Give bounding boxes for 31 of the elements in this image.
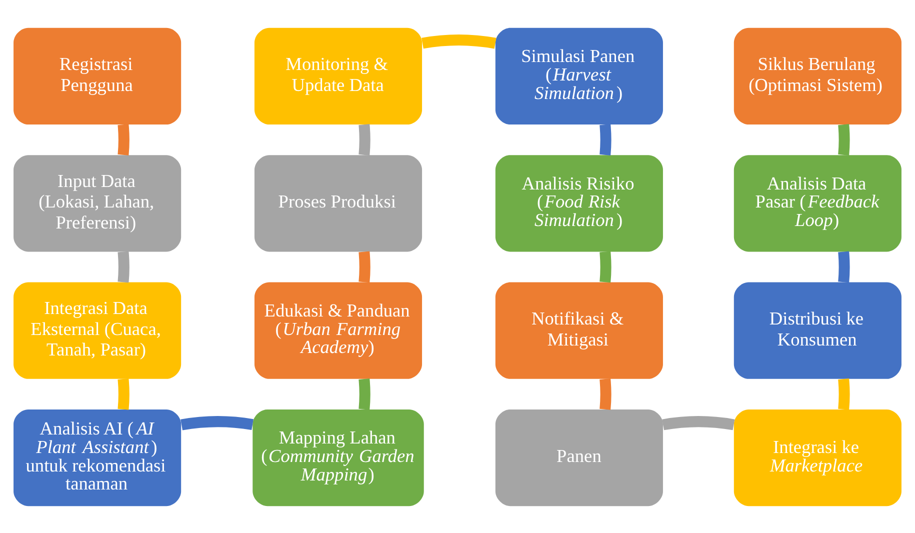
node-box: Registrasi Pengguna — [14, 27, 182, 124]
node-box: Mapping Lahan (Community Garden Mapping) — [252, 408, 424, 506]
node-box: Integrasi Data Eksternal (Cuaca, Tanah, Pasar) — [14, 282, 182, 378]
connector — [600, 378, 612, 410]
connector — [358, 250, 370, 282]
node-box: Simulasi Panen (Harvest Simulation) — [495, 27, 663, 124]
node-box: Input Data (Lokasi, Lahan, Preferensi) — [14, 154, 182, 252]
connector — [118, 378, 130, 410]
connector — [118, 124, 130, 155]
node-box: Analisis Data Pasar (Feedback Loop) — [734, 154, 902, 252]
connector — [422, 34, 496, 48]
connector — [662, 416, 735, 430]
node-box: Edukasi & Panduan (Urban Farming Academy) — [254, 282, 422, 378]
node-box: Panen — [495, 408, 663, 506]
connector — [838, 250, 850, 282]
connector — [600, 250, 612, 282]
connector — [180, 416, 254, 430]
node-box: Siklus Berulang (Optimasi Sistem) — [734, 27, 902, 124]
node-box: Distribusi ke Konsumen — [734, 282, 902, 378]
connector — [838, 378, 850, 410]
node-box: Analisis AI (AI Plant Assistant) untuk rekomendasi tanaman — [14, 408, 182, 506]
connector — [118, 250, 130, 282]
connector — [600, 124, 612, 155]
node-box: Analisis Risiko (Food Risk Simulation) — [495, 154, 663, 252]
connector — [838, 124, 850, 155]
node-box: Integrasi ke Marketplace — [734, 408, 902, 506]
connector — [358, 124, 370, 155]
connector — [358, 378, 370, 410]
node-box: Notifikasi & Mitigasi — [495, 282, 663, 378]
node-box: Monitoring & Update Data — [254, 27, 422, 124]
node-box: Proses Produksi — [254, 154, 422, 252]
